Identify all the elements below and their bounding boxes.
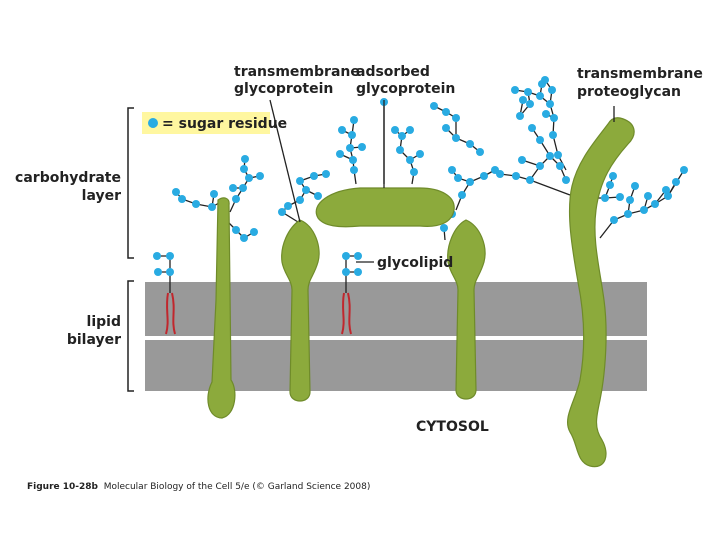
figure-caption: Figure 10-28b Molecular Biology of the C… — [27, 482, 370, 492]
label-glycolipid: glycolipid — [377, 255, 453, 271]
figure-caption-text: Molecular Biology of the Cell 5/e (© Gar… — [98, 482, 370, 492]
label-transmembrane-glycoprotein-1: transmembrane — [234, 64, 360, 80]
label-cytosol: CYTOSOL — [416, 419, 489, 435]
label-transmembrane-proteoglycan-2: proteoglycan — [577, 84, 681, 100]
label-lipid-bilayer-2: bilayer — [67, 332, 121, 348]
figure-caption-id: Figure 10-28b — [27, 482, 99, 492]
label-carbohydrate-layer-1: carbohydrate — [15, 170, 121, 186]
label-transmembrane-proteoglycan-1: transmembrane — [577, 66, 703, 82]
sugar-residues — [153, 76, 688, 276]
sugar-residue-icon — [148, 118, 158, 128]
label-adsorbed-glycoprotein-2: glycoprotein — [356, 81, 455, 97]
bracket-carbohydrate-layer — [128, 108, 134, 258]
sugar-residue-label: = sugar residue — [162, 116, 287, 132]
label-transmembrane-glycoprotein-2: glycoprotein — [234, 81, 333, 97]
label-carbohydrate-layer-2: layer — [82, 188, 121, 204]
label-adsorbed-glycoprotein-1: adsorbed — [356, 64, 430, 80]
sugar-key: = sugar residue — [142, 112, 287, 134]
adsorbed-glycoprotein — [316, 188, 454, 227]
bracket-lipid-bilayer — [128, 281, 134, 391]
label-lipid-bilayer-1: lipid — [87, 314, 121, 330]
